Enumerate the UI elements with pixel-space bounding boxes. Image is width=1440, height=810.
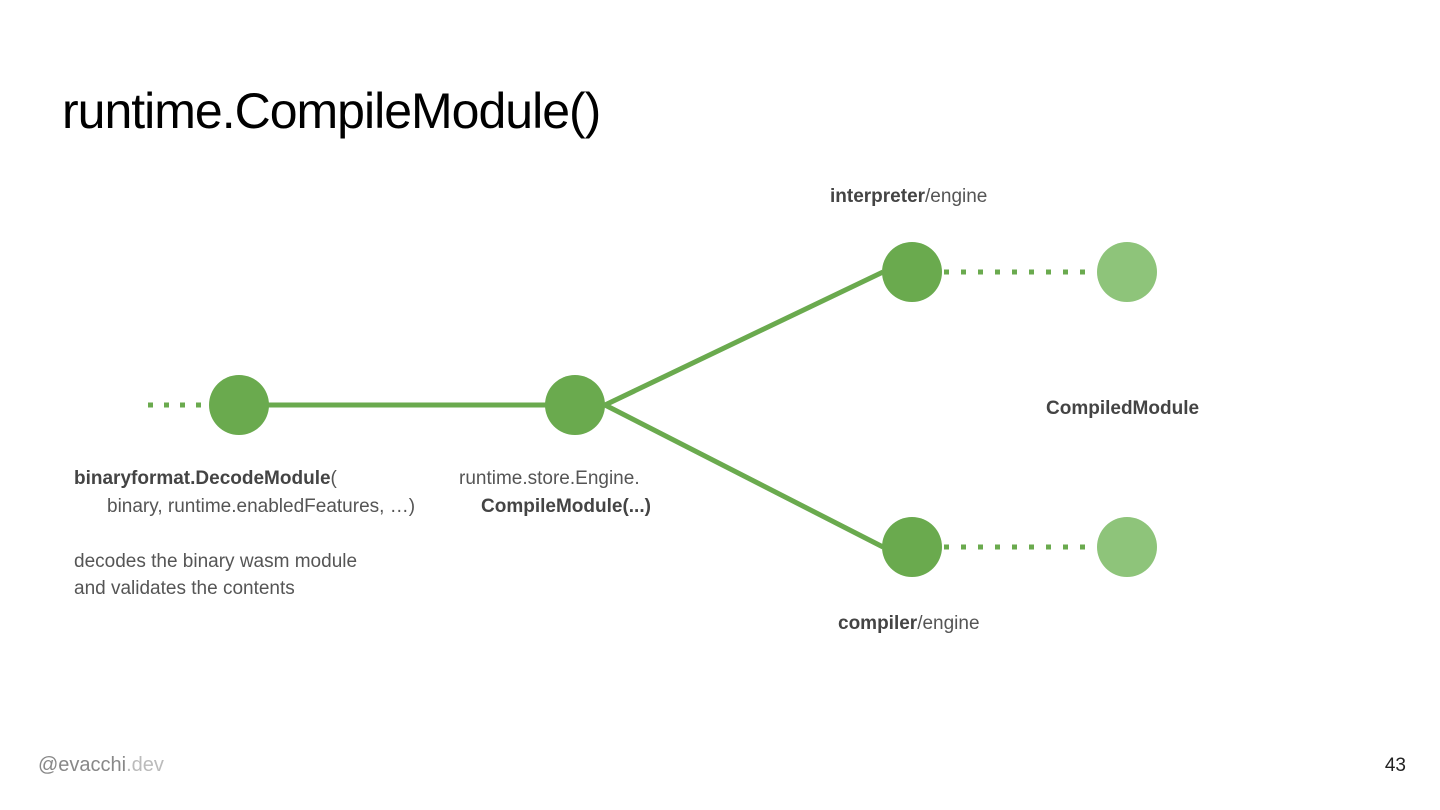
compiler-node	[882, 517, 942, 577]
author-handle-main: @evacchi	[38, 754, 127, 776]
decode-function-paren: (	[330, 468, 337, 489]
page-number: 43	[1384, 755, 1406, 776]
interpreter-compiled-module-node	[1097, 242, 1157, 302]
decode-function-name: binaryformat.DecodeModule	[74, 468, 331, 489]
compile-label-line2-bold: CompileModule(...)	[481, 496, 651, 517]
compiled-module-text: CompiledModule	[1046, 398, 1200, 419]
compiler-engine-label: compiler/engine	[838, 613, 980, 635]
decode-description-line1: decodes the binary wasm module	[74, 551, 358, 572]
decode-description-line2: and validates the contents	[74, 578, 295, 599]
interpreter-label-rest: /engine	[925, 186, 988, 207]
decode-function-label: binaryformat.DecodeModule(	[74, 468, 337, 490]
compile-to-compiler-edge	[603, 402, 885, 550]
author-handle-suffix: .dev	[126, 754, 164, 776]
author-handle: @evacchi.dev	[38, 754, 164, 777]
slide-title: runtime.CompileModule()	[62, 83, 601, 139]
decode-node	[209, 375, 269, 435]
interpreter-engine-label: interpreter/engine	[830, 186, 987, 208]
compile-label-line1: runtime.store.Engine.	[459, 468, 640, 489]
compiled-module-label: CompiledModule	[1046, 398, 1199, 420]
compile-label-line2: CompileModule(...)	[481, 496, 651, 518]
interpreter-node	[882, 242, 942, 302]
compiler-compiled-module-node	[1097, 517, 1157, 577]
compiler-label-bold: compiler	[838, 613, 918, 634]
decode-function-args: binary, runtime.enabledFeatures, …)	[107, 496, 416, 517]
compile-node	[545, 375, 605, 435]
compile-to-interpreter-edge	[603, 269, 885, 408]
interpreter-label-bold: interpreter	[830, 186, 926, 207]
compiler-label-rest: /engine	[917, 613, 980, 634]
